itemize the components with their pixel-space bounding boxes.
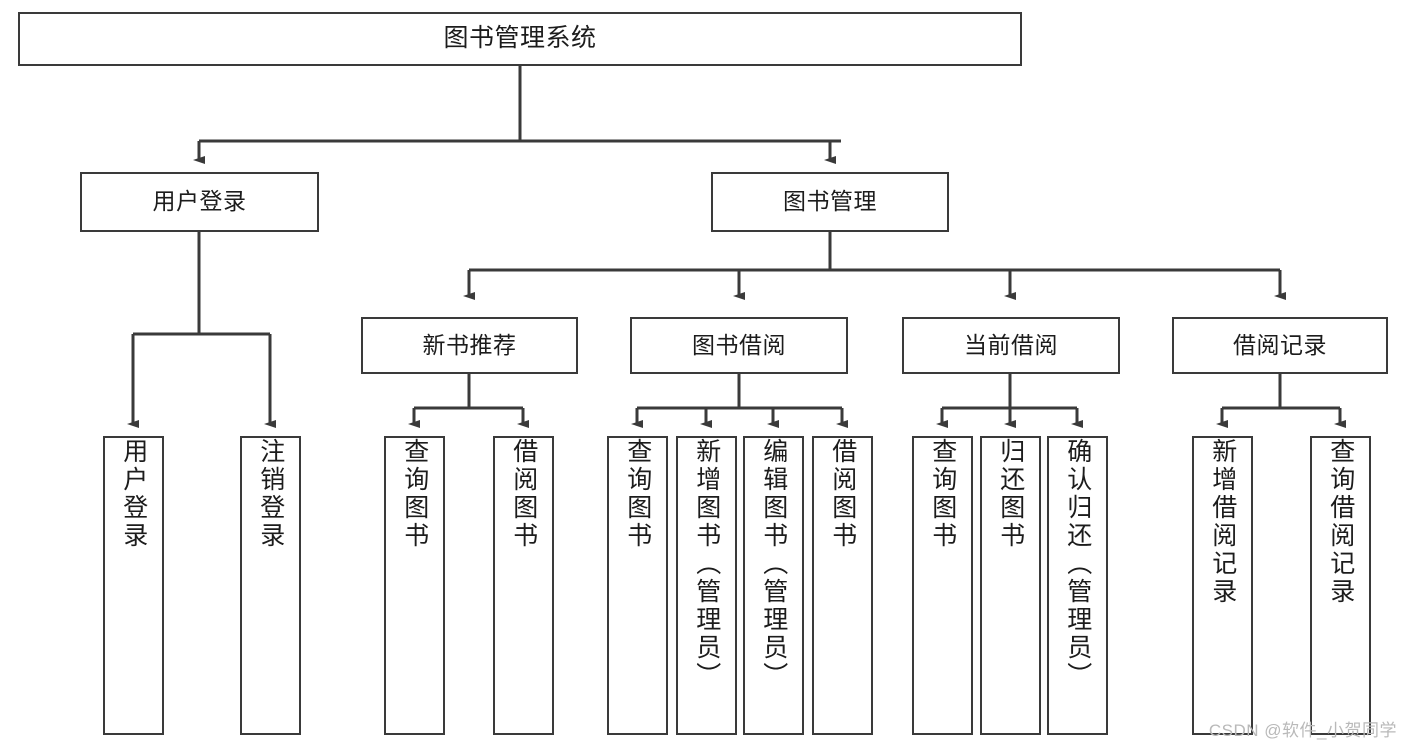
node-label: 图书管理: [783, 188, 877, 215]
node-label: 当前借阅: [964, 331, 1058, 358]
node-label: 注销登录: [256, 438, 285, 550]
node-root-system[interactable]: 图书管理系统: [18, 12, 1022, 66]
node-borrow-record[interactable]: 借阅记录: [1172, 317, 1388, 374]
node-label: 用户登录: [152, 188, 247, 215]
node-user-login[interactable]: 用户登录: [80, 172, 319, 232]
leaf-current-query-book[interactable]: 查询图书: [912, 436, 973, 735]
node-label: 图书管理系统: [443, 24, 597, 53]
node-label: 用户登录: [119, 438, 148, 550]
leaf-current-confirm-return-admin[interactable]: 确认归还（管理员）: [1047, 436, 1108, 735]
leaf-record-query-record[interactable]: 查询借阅记录: [1310, 436, 1371, 735]
leaf-borrow-add-book-admin[interactable]: 新增图书（管理员）: [676, 436, 737, 735]
node-label: 图书借阅: [692, 331, 786, 358]
node-label: 查询借阅记录: [1326, 438, 1355, 606]
node-label: 借阅记录: [1233, 331, 1327, 358]
node-label: 查询图书: [623, 438, 652, 550]
node-book-management[interactable]: 图书管理: [711, 172, 949, 232]
leaf-user-login-logout[interactable]: 注销登录: [240, 436, 301, 735]
node-label: 确认归还（管理员）: [1063, 438, 1092, 690]
node-label: 查询图书: [928, 438, 957, 550]
node-new-book-recommend[interactable]: 新书推荐: [361, 317, 578, 374]
node-label: 借阅图书: [828, 438, 857, 550]
node-current-borrow[interactable]: 当前借阅: [902, 317, 1120, 374]
leaf-new-book-query[interactable]: 查询图书: [384, 436, 445, 735]
node-label: 编辑图书（管理员）: [759, 438, 788, 690]
csdn-watermark: CSDN @软件_小贺同学: [1208, 721, 1397, 740]
leaf-user-login-login[interactable]: 用户登录: [103, 436, 164, 735]
node-label: 查询图书: [400, 438, 429, 550]
node-label: 新增借阅记录: [1208, 438, 1237, 606]
node-label: 新书推荐: [422, 331, 517, 358]
node-label: 归还图书: [996, 438, 1025, 550]
node-book-borrow[interactable]: 图书借阅: [630, 317, 848, 374]
leaf-borrow-borrow-book[interactable]: 借阅图书: [812, 436, 873, 735]
leaf-record-add-record[interactable]: 新增借阅记录: [1192, 436, 1253, 735]
leaf-new-book-borrow[interactable]: 借阅图书: [493, 436, 554, 735]
node-label: 借阅图书: [509, 438, 538, 550]
leaf-borrow-edit-book-admin[interactable]: 编辑图书（管理员）: [743, 436, 804, 735]
leaf-current-return-book[interactable]: 归还图书: [980, 436, 1041, 735]
leaf-borrow-query-book[interactable]: 查询图书: [607, 436, 668, 735]
node-label: 新增图书（管理员）: [692, 438, 721, 690]
